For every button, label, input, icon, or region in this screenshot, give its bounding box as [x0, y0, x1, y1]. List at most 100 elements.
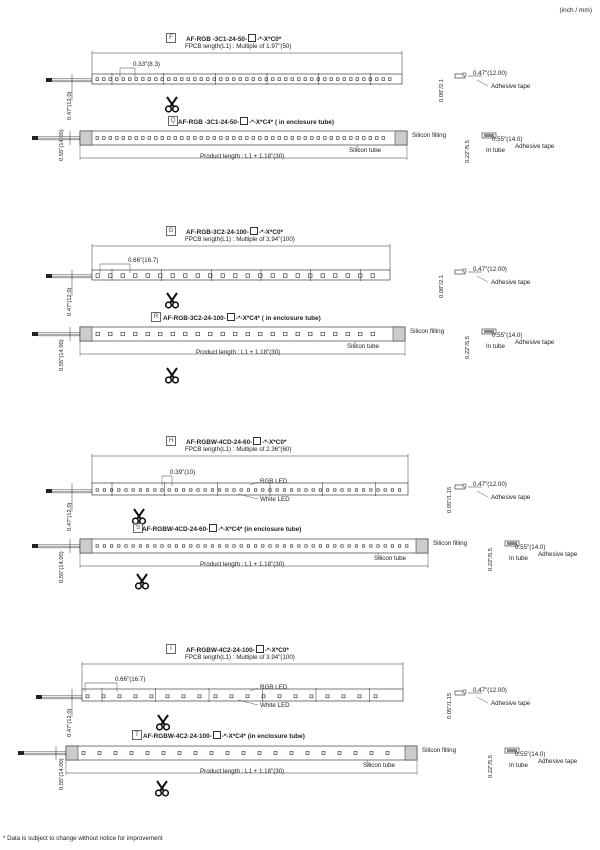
tube-title: AF-RGB -3C1-24-50--*-X*C4* ( in enclosur…	[178, 117, 334, 126]
scissors-icon	[136, 573, 148, 585]
led-chip	[124, 544, 128, 548]
led-chip	[124, 488, 128, 492]
led-chip	[134, 136, 138, 140]
cable-plug	[32, 544, 38, 548]
title-part: -*-X*C0*	[262, 439, 287, 446]
silicon-filling-end	[404, 745, 418, 761]
led-chip	[305, 751, 310, 755]
led-chip	[115, 136, 119, 140]
led-chip	[310, 136, 314, 140]
led-chip	[337, 751, 342, 755]
scissors-icon	[171, 301, 180, 309]
led-chip	[370, 331, 375, 337]
led-section	[462, 268, 467, 273]
led-chip	[233, 331, 238, 337]
placeholder-box	[248, 34, 257, 42]
led-chip	[358, 331, 363, 337]
silicon-filling-end	[79, 130, 93, 146]
led-chip	[117, 544, 121, 548]
led-chip	[270, 273, 275, 278]
led-chip	[95, 77, 99, 81]
led-chip	[245, 331, 250, 337]
led-chip	[342, 77, 346, 81]
led-chip	[181, 694, 186, 699]
led-chip	[134, 77, 138, 81]
title-part: -*-X*C0*	[258, 229, 284, 236]
led-chip	[357, 694, 362, 699]
tube-title: AF-RGBW-4C2-24-100--*-X*C4* (in enclosur…	[143, 731, 305, 740]
led-chip	[390, 488, 394, 492]
leader-line	[476, 696, 489, 704]
led-chip	[146, 544, 150, 548]
led-chip	[316, 136, 320, 140]
scissors-icon	[166, 96, 178, 108]
led-chip	[325, 694, 330, 699]
led-chip	[129, 751, 134, 755]
led-chip	[383, 544, 387, 548]
led-chip	[354, 544, 358, 548]
title-part: -*-X*C4* (in enclosure tube)	[218, 526, 302, 533]
led-chip	[173, 136, 177, 140]
led-chip	[154, 77, 158, 81]
led-chip	[108, 273, 113, 278]
led-chip	[283, 273, 288, 278]
led-chip	[289, 751, 294, 755]
scissors-icon	[171, 376, 180, 384]
led-chip	[206, 77, 210, 81]
pitch-label: 0.66"(16.7)	[115, 676, 146, 683]
led-chip	[304, 488, 308, 492]
led-chip	[336, 77, 340, 81]
led-chip	[180, 77, 184, 81]
led-chip	[340, 488, 344, 492]
pitch-label: 0.33"(8.3)	[133, 61, 160, 68]
width-label: 0.47"(12.00)	[473, 266, 507, 273]
led-chip	[261, 488, 265, 492]
cable-plug	[36, 695, 42, 699]
product-length-label: Product length : L1 + 1.18"(30)	[200, 768, 285, 775]
placeholder-box	[212, 731, 221, 739]
led-chip	[133, 331, 138, 337]
led-chip	[246, 544, 250, 548]
thickness-label: 0.05"/1.15	[447, 486, 453, 513]
led-chip	[245, 694, 250, 699]
section-letter: Q	[168, 116, 178, 126]
led-chip	[333, 544, 337, 548]
led-chip	[208, 331, 213, 337]
led-chip	[229, 694, 234, 699]
led-chip	[245, 136, 249, 140]
led-chip	[375, 77, 379, 81]
led-chip	[225, 488, 229, 492]
led-chip	[362, 544, 366, 548]
cable-plug	[46, 78, 52, 82]
in-tube-label: In tube	[486, 147, 505, 154]
silicon-filling-end	[79, 326, 93, 342]
tube-width-label: 0.55"(14.0)	[492, 332, 523, 339]
led-chip	[268, 544, 272, 548]
led-chip	[275, 488, 279, 492]
led-chip	[341, 694, 346, 699]
led-chip	[282, 488, 286, 492]
tube-thickness-label: 0.22"/5.5	[465, 335, 471, 359]
led-chip	[145, 751, 150, 755]
led-chip	[189, 488, 193, 492]
section-letter: S	[133, 523, 143, 533]
led-chip	[95, 544, 99, 548]
leader-line	[476, 490, 489, 498]
led-chip	[212, 136, 216, 140]
led-chip	[153, 488, 157, 492]
led-chip	[170, 331, 175, 337]
led-chip	[170, 273, 175, 278]
title-part: AF-RGBW-4CD-24-60-	[142, 526, 209, 533]
tube-width-label: 0.55"(14.0)	[492, 136, 523, 143]
strip-height-label: 0.47"(12.0)	[67, 91, 73, 120]
led-chip	[308, 273, 313, 278]
led-chip	[233, 273, 238, 278]
led-chip	[354, 488, 358, 492]
led-chip	[210, 488, 214, 492]
led-chip	[160, 488, 164, 492]
thickness-label: 0.08"/2.1	[439, 78, 445, 102]
led-chip	[209, 751, 214, 755]
led-chip	[297, 77, 301, 81]
adhesive-label: Adhesive tape	[491, 279, 531, 286]
led-chip	[257, 751, 262, 755]
